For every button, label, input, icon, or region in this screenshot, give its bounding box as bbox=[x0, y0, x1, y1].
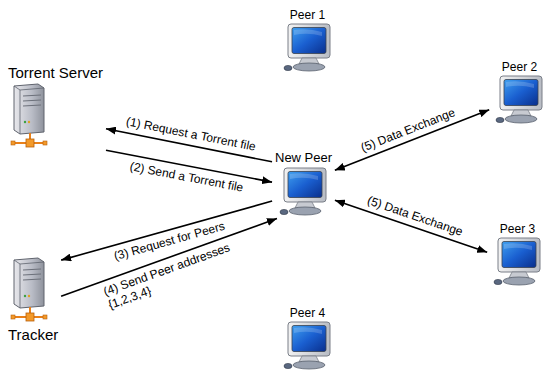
edge-label: (5) Data Exchange bbox=[363, 192, 466, 239]
computer-node: Peer 3 bbox=[490, 222, 545, 288]
computer-icon bbox=[492, 74, 547, 126]
computer-node: Peer 4 bbox=[280, 306, 335, 372]
computer-icon bbox=[490, 236, 545, 288]
edge-label: (5) Data Exchange bbox=[357, 104, 459, 155]
node-label: New Peer bbox=[275, 150, 332, 166]
computer-icon bbox=[280, 320, 335, 372]
node-label: Torrent Server bbox=[8, 64, 103, 82]
edge-label: (2) Send a Torrent file bbox=[127, 159, 247, 196]
computer-icon bbox=[276, 166, 331, 218]
server-icon bbox=[8, 256, 48, 326]
node-label: Peer 2 bbox=[502, 60, 537, 74]
node-label: Peer 3 bbox=[500, 222, 535, 236]
server-node: Torrent Server bbox=[8, 64, 103, 152]
computer-node: New Peer bbox=[275, 150, 332, 218]
server-node: Tracker bbox=[8, 256, 58, 344]
computer-node: Peer 2 bbox=[492, 60, 547, 126]
node-label: Peer 4 bbox=[290, 306, 325, 320]
node-label: Tracker bbox=[8, 326, 58, 344]
computer-node: Peer 1 bbox=[280, 8, 335, 74]
node-label: Peer 1 bbox=[290, 8, 325, 22]
server-icon bbox=[8, 82, 48, 152]
arrow-connector bbox=[335, 110, 489, 171]
edge-label: (1) Request a Torrent file bbox=[123, 114, 259, 155]
computer-icon bbox=[280, 22, 335, 74]
